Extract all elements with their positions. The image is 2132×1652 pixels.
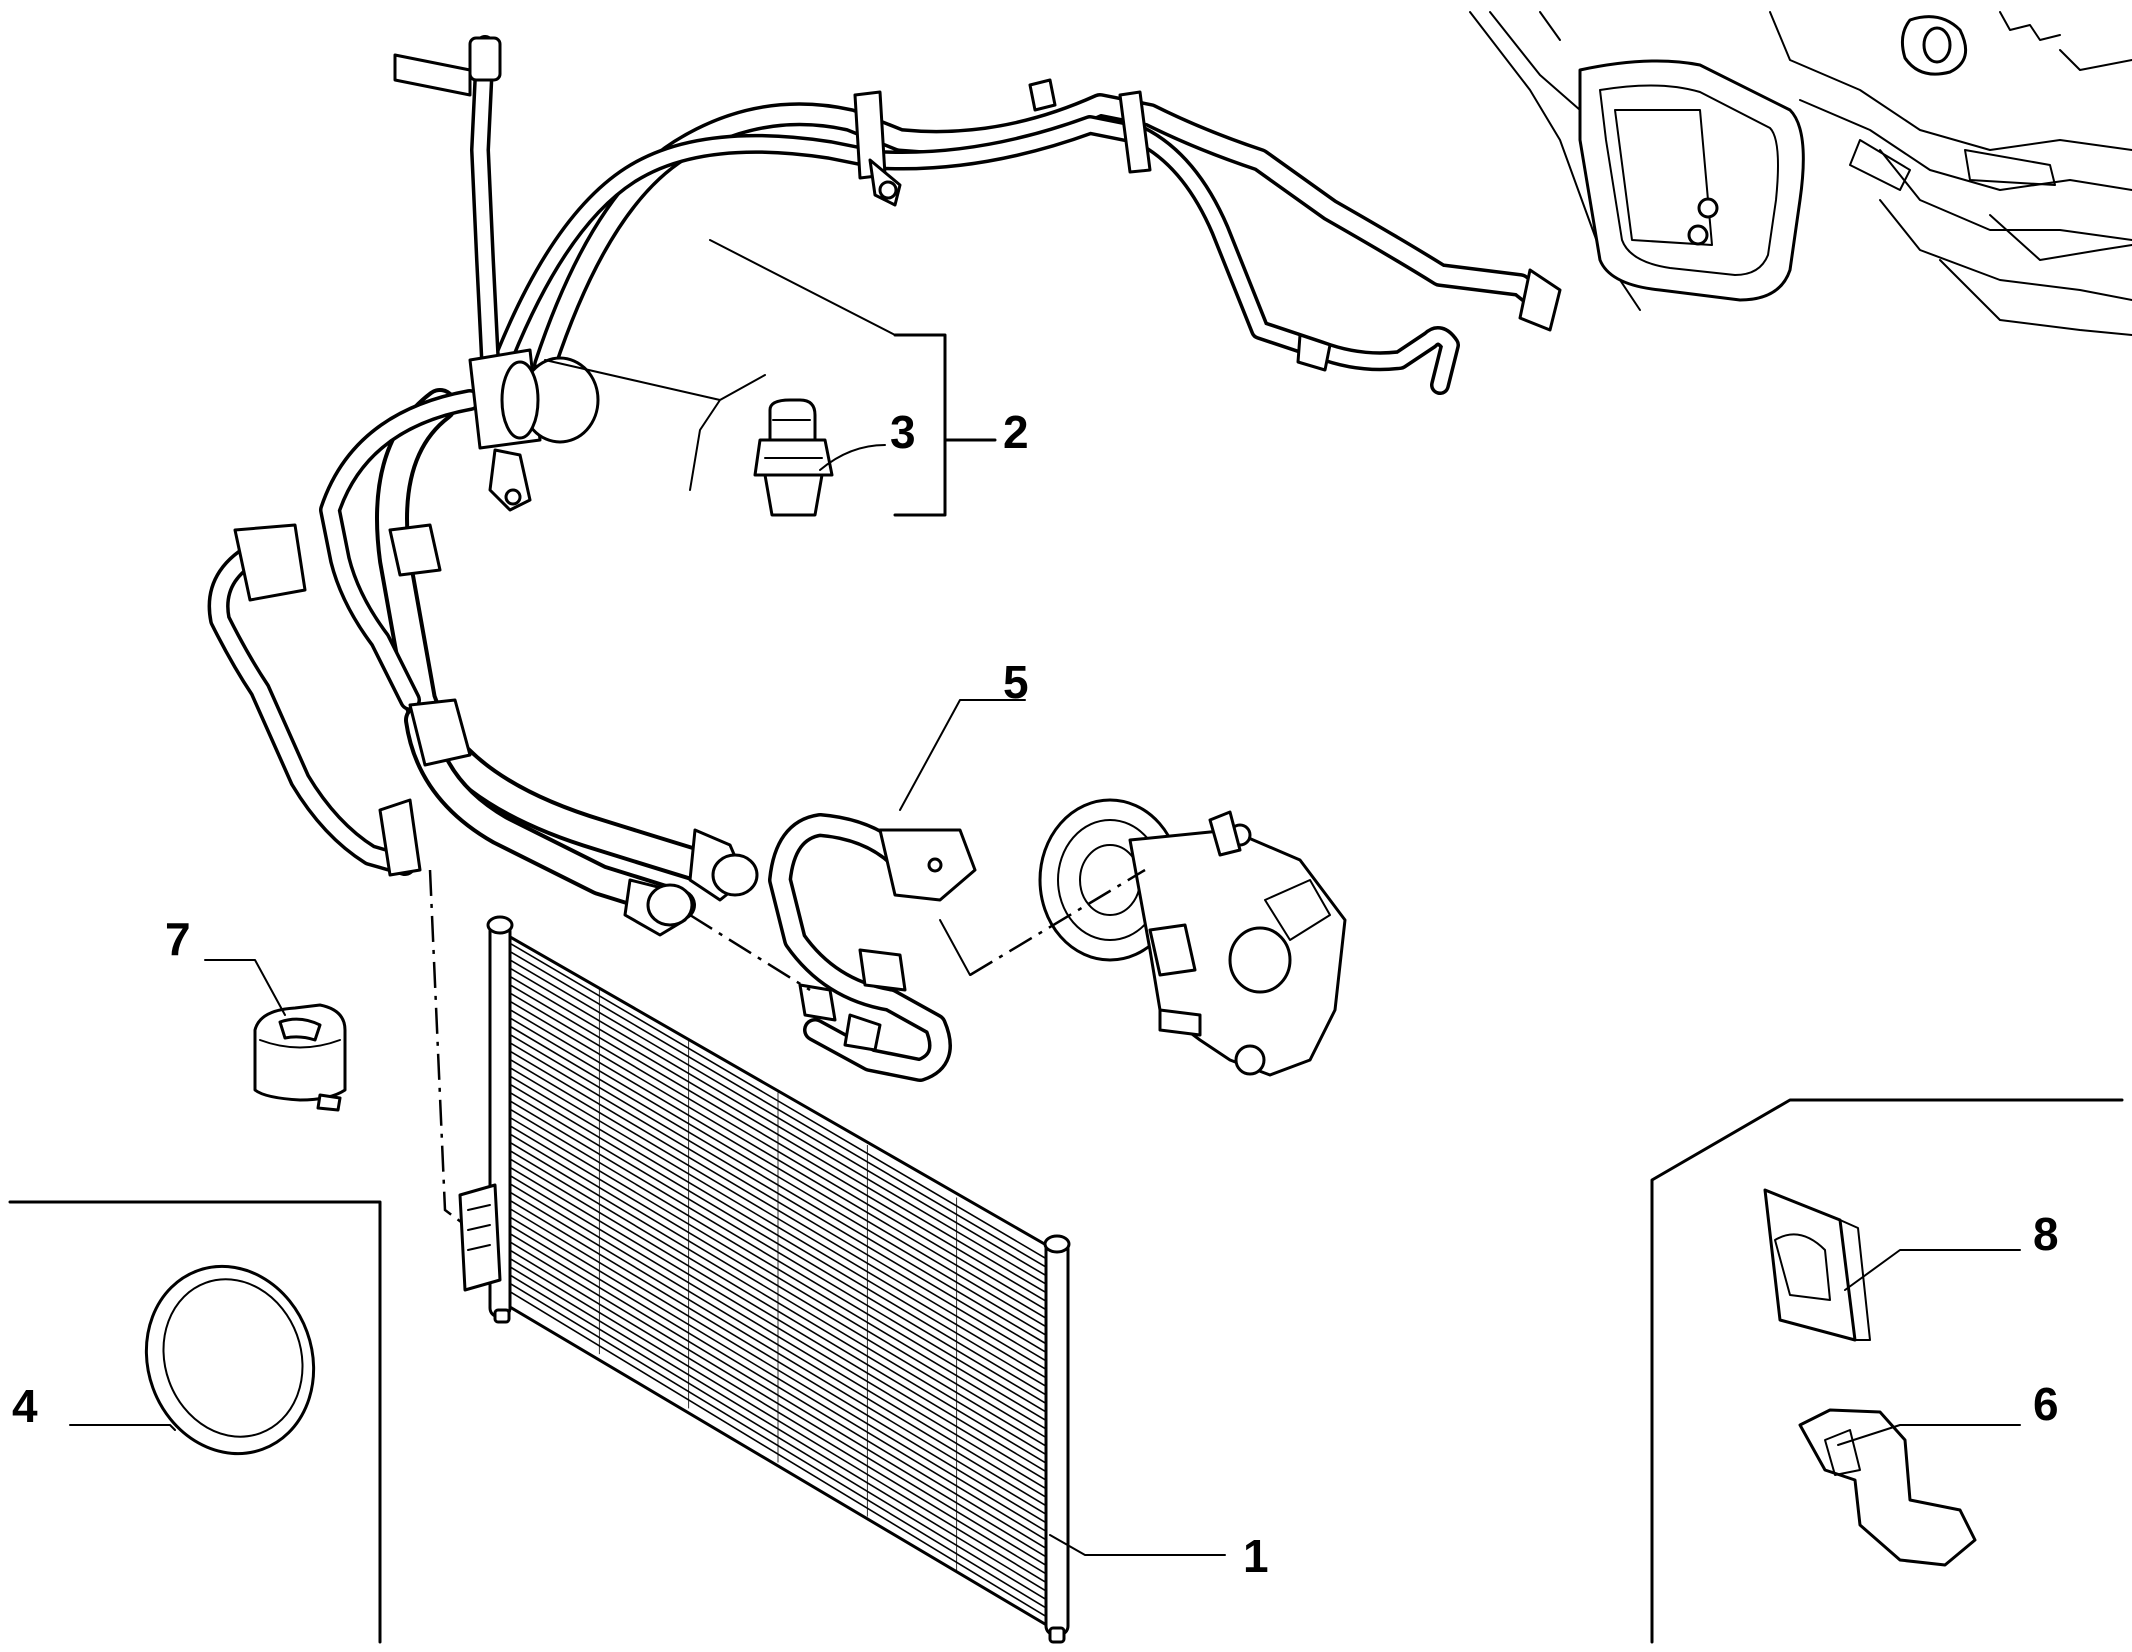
engine-block-fragment xyxy=(1469,11,2132,336)
callout-8: 8 xyxy=(2033,1208,2059,1260)
callout-leaders xyxy=(69,699,2021,1556)
callout-labels: 1 2 3 4 5 6 7 8 xyxy=(12,406,2059,1582)
hose-clip xyxy=(253,1003,347,1112)
callout-3: 3 xyxy=(890,406,916,458)
callout-3-leader xyxy=(819,444,886,471)
condenser xyxy=(458,915,1071,1644)
callout-2: 2 xyxy=(1003,406,1029,458)
callout-2-leader xyxy=(709,239,896,336)
discharge-pipe xyxy=(768,813,977,1082)
callout-6: 6 xyxy=(2033,1378,2059,1430)
callout-1: 1 xyxy=(1243,1530,1269,1582)
support-bracket xyxy=(1798,1408,1977,1567)
compressor xyxy=(1038,798,1347,1077)
pressure-switch-position-guide xyxy=(544,359,766,491)
callout-4: 4 xyxy=(12,1380,38,1432)
clip-bracket xyxy=(1763,1188,1871,1342)
callout-2-bracket xyxy=(893,333,997,517)
assembly-line-compressor xyxy=(969,868,1146,977)
pressure-switch xyxy=(753,398,834,517)
assembly-line-left xyxy=(428,869,466,1226)
compressor-guide xyxy=(939,919,971,976)
callout-7: 7 xyxy=(165,913,191,965)
o-ring xyxy=(144,1264,316,1456)
assembly-line-center xyxy=(689,913,811,992)
inset-frame-left xyxy=(8,1200,382,1644)
inset-frame-right xyxy=(1650,1098,2124,1644)
hose-assembly xyxy=(207,35,1562,937)
callout-5: 5 xyxy=(1003,656,1029,708)
